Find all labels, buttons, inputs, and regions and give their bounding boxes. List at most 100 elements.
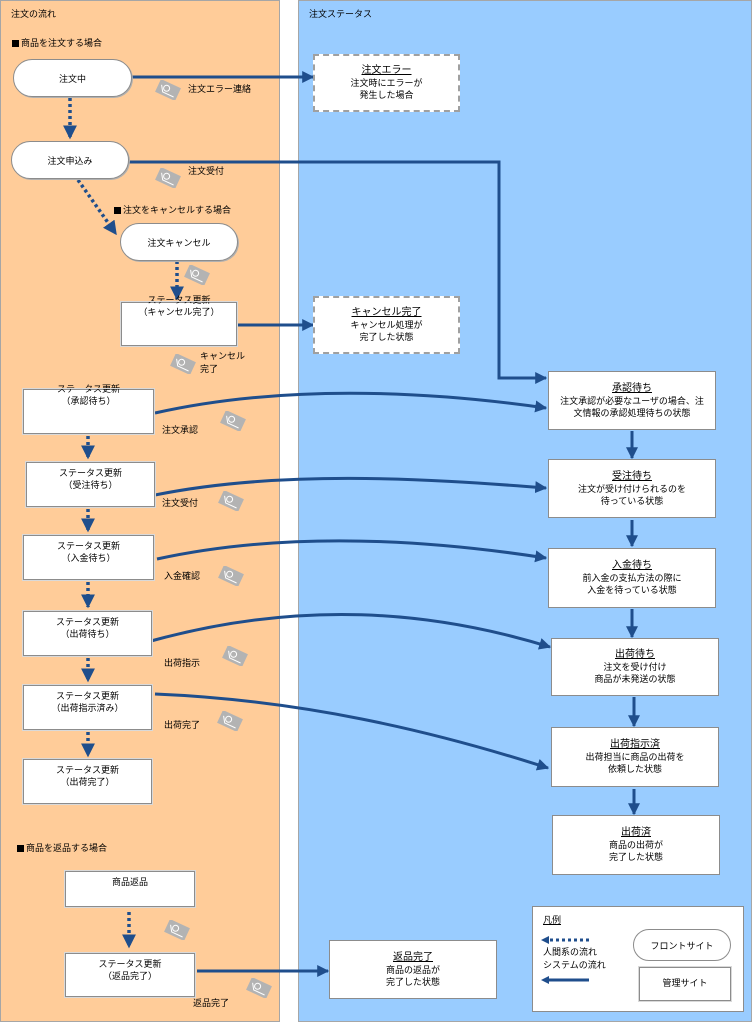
status-desc-line: 商品の返品が (385, 965, 440, 976)
node-line-1: ステータス更新 (147, 296, 211, 306)
node-line-1: ステータス更新 (55, 618, 119, 628)
node-order-cancel-label: 注文キャンセル (147, 238, 211, 249)
mail-label-cancel-done-2: 完了 (200, 365, 219, 375)
status-desc-line: 注文承認が必要なユーザの場合、注 (560, 396, 704, 407)
status-desc-line: 注文を受け付け (603, 663, 667, 673)
status-title: 承認待ち (612, 382, 652, 394)
legend-solid-arrow (541, 976, 589, 984)
node-line-1: ステータス更新 (56, 385, 120, 395)
status-title: 出荷済 (621, 827, 651, 838)
node-line-1: 商品返品 (111, 878, 148, 888)
mail-label-return-done: 返品完了 (193, 999, 230, 1009)
mail-icon (246, 978, 272, 998)
node-order-request: 注文申込み (11, 141, 129, 179)
node-status-shipping-instructed: ステータス更新 （出荷指示済み） (22, 684, 153, 731)
node-line-2: （キャンセル完了） (138, 308, 220, 318)
status-desc-line: 依頼した状態 (607, 765, 662, 775)
mail-label-shipping-instruction: 出荷指示 (164, 659, 201, 669)
node-line-2: （入金待ち） (61, 554, 116, 564)
status-desc-line: 完了した状態 (359, 333, 414, 343)
node-line-2: （出荷待ち） (60, 630, 115, 640)
mail-icon (155, 80, 181, 100)
status-desc-line: 前入金の支払方法の際に (582, 574, 682, 584)
node-line-1: ステータス更新 (56, 542, 120, 552)
legend-admin-site: 管理サイト (638, 966, 732, 1002)
status-await-payment: 入金待ち 前入金の支払方法の際に 入金を待っている状態 (548, 548, 716, 608)
status-desc-line: 発生した場合 (359, 91, 414, 101)
mail-icon (218, 566, 244, 586)
status-title: 入金待ち (612, 560, 652, 571)
mail-label-order-received: 注文受付 (188, 167, 225, 177)
node-order-cancel: 注文キャンセル (120, 223, 238, 261)
status-return-done: 返品完了 商品の返品が 完了した状態 (329, 940, 497, 999)
node-ordering: 注文中 (13, 59, 132, 97)
status-order-error: 注文エラー 注文時にエラーが 発生した場合 (313, 54, 460, 112)
section-cancel: 注文をキャンセルする場合 (114, 203, 231, 216)
node-line-1: ステータス更新 (58, 469, 122, 479)
mail-icon (220, 411, 246, 431)
mail-icon (217, 711, 243, 731)
mail-icon (155, 168, 181, 188)
legend-human-flow: 人間系の流れ (543, 948, 598, 958)
legend-front-site-label: フロントサイト (650, 941, 714, 952)
section-return: 商品を返品する場合 (17, 841, 107, 854)
status-title: 受注待ち (612, 470, 652, 482)
mail-label-order-received-2: 注文受付 (162, 499, 199, 509)
node-status-cancel-done: ステータス更新 （キャンセル完了） (120, 296, 238, 347)
status-shipping-instructed: 出荷指示済 出荷担当に商品の出荷を 依頼した状態 (551, 727, 719, 787)
node-product-return: 商品返品 (64, 870, 196, 908)
node-status-await-order: ステータス更新 （受注待ち） (25, 461, 156, 508)
mail-label-cancel-done-1: キャンセル (200, 352, 246, 362)
status-title: 返品完了 (393, 951, 433, 963)
node-status-await-shipping: ステータス更新 （出荷待ち） (22, 610, 153, 657)
mail-label-shipping-done: 出荷完了 (164, 721, 201, 731)
status-desc-line: 完了した状態 (608, 853, 663, 863)
node-order-request-label: 注文申込み (47, 156, 93, 167)
status-desc-line: 注文が受け付けられるのを (577, 484, 686, 495)
mail-icon (164, 920, 190, 940)
status-desc-line: 商品の出荷が (608, 841, 663, 851)
status-desc-line: 注文時にエラーが (350, 79, 423, 89)
mail-icon (184, 265, 210, 285)
status-title: 出荷指示済 (610, 739, 660, 750)
node-line-1: ステータス更新 (55, 766, 119, 776)
legend-title: 凡例 (543, 916, 562, 926)
status-desc-line: 待っている状態 (600, 496, 664, 507)
legend: 凡例 人間系の流れ システムの流れ フロントサイト 管理サイト (532, 906, 744, 1012)
status-desc-line: 完了した状態 (385, 977, 440, 988)
status-desc-line: 文情報の承認処理待ちの状態 (573, 408, 691, 419)
status-cancel-done: キャンセル完了 キャンセル処理が 完了した状態 (313, 296, 460, 354)
node-line-2: （返品完了） (102, 972, 157, 982)
order-status-title: 注文ステータス (309, 10, 373, 20)
status-title: 注文エラー (361, 65, 412, 76)
status-desc-line: 商品が未発送の状態 (594, 675, 676, 685)
status-desc-line: 入金を待っている状態 (587, 586, 677, 596)
legend-front-site: フロントサイト (633, 929, 731, 961)
node-status-return-done: ステータス更新 （返品完了） (64, 952, 196, 998)
legend-system-flow: システムの流れ (543, 961, 606, 971)
status-shipped: 出荷済 商品の出荷が 完了した状態 (552, 815, 720, 875)
status-await-approval: 承認待ち 注文承認が必要なユーザの場合、注 文情報の承認処理待ちの状態 (548, 371, 716, 430)
node-line-1: ステータス更新 (98, 960, 162, 970)
node-status-await-approval: ステータス更新 （承認待ち） (22, 385, 155, 435)
status-await-shipping: 出荷待ち 注文を受け付け 商品が未発送の状態 (551, 638, 719, 696)
node-ordering-label: 注文中 (58, 74, 86, 85)
legend-admin-site-label: 管理サイト (662, 979, 708, 989)
node-line-2: （承認待ち） (61, 397, 116, 407)
status-title: 出荷待ち (615, 649, 655, 660)
node-status-shipped: ステータス更新 （出荷完了） (22, 758, 153, 805)
mail-label-order-error: 注文エラー連絡 (188, 85, 252, 95)
node-status-await-payment: ステータス更新 （入金待ち） (22, 534, 155, 581)
node-line-2: （出荷指示済み） (51, 704, 124, 714)
mail-icon (170, 354, 196, 374)
section-order: 商品を注文する場合 (12, 36, 102, 49)
legend-dotted-arrow (541, 936, 589, 944)
mail-icon (218, 491, 244, 511)
status-desc-line: 出荷担当に商品の出荷を (585, 753, 685, 763)
mail-label-order-approval: 注文承認 (162, 426, 199, 436)
node-line-2: （出荷完了） (60, 778, 115, 788)
status-desc-line: キャンセル処理が (350, 321, 423, 331)
order-flow-title: 注文の流れ (11, 10, 57, 20)
mail-label-payment-confirm: 入金確認 (164, 572, 201, 582)
status-title: キャンセル完了 (351, 307, 422, 318)
